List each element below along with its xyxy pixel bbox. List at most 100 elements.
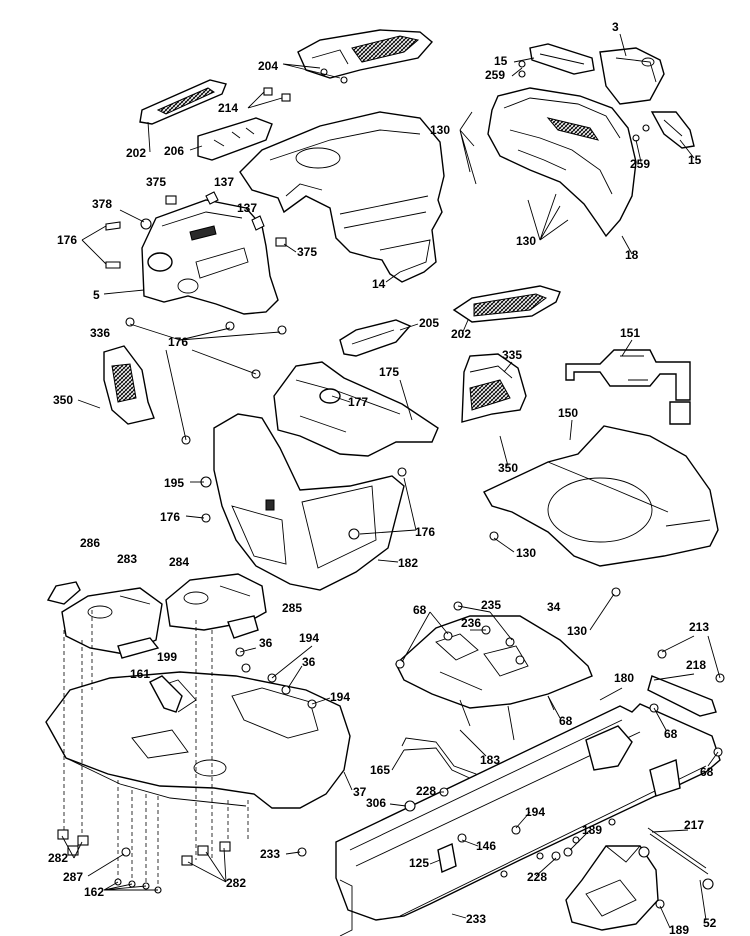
callout-130: 130	[516, 546, 536, 560]
bracket-151	[565, 349, 691, 425]
callout-206: 206	[164, 144, 184, 158]
callout-165: 165	[370, 763, 390, 777]
callout-286: 286	[80, 536, 100, 550]
floor-pan-150	[483, 425, 719, 597]
callout-15: 15	[688, 153, 702, 167]
callout-259: 259	[485, 68, 505, 82]
callout-36: 36	[259, 636, 273, 650]
callout-3: 3	[612, 20, 619, 34]
callout-202: 202	[126, 146, 146, 160]
callout-34: 34	[547, 600, 561, 614]
callout-162: 162	[84, 885, 104, 899]
callout-202: 202	[451, 327, 471, 341]
callout-235: 235	[481, 598, 501, 612]
callout-5: 5	[93, 288, 100, 302]
callout-228: 228	[416, 784, 436, 798]
callout-213: 213	[689, 620, 709, 634]
fender-283-284	[61, 573, 267, 655]
headlight-bracket-15	[518, 43, 595, 78]
callout-137: 137	[237, 201, 257, 215]
callout-282: 282	[48, 851, 68, 865]
callout-228: 228	[527, 870, 547, 884]
callout-199: 199	[157, 650, 177, 664]
callout-68: 68	[700, 765, 714, 779]
callout-125: 125	[409, 856, 429, 870]
callout-306: 306	[366, 796, 386, 810]
callout-284: 284	[169, 555, 189, 569]
callout-130: 130	[516, 234, 536, 248]
bar-218	[647, 649, 725, 757]
callout-18: 18	[625, 248, 639, 262]
callout-336: 336	[90, 326, 110, 340]
callout-189: 189	[582, 823, 602, 837]
callout-175: 175	[379, 365, 399, 379]
callout-130: 130	[430, 123, 450, 137]
callout-378: 378	[92, 197, 112, 211]
hood-vent-204	[297, 29, 433, 84]
callout-176: 176	[415, 525, 435, 539]
seat-pan-52	[551, 845, 665, 931]
callout-335: 335	[502, 348, 522, 362]
callout-189: 189	[669, 923, 689, 936]
trim-205	[339, 319, 412, 357]
hardware-282-162-287	[57, 829, 231, 894]
callout-195: 195	[164, 476, 184, 490]
callout-177: 177	[348, 395, 368, 409]
callout-37: 37	[353, 785, 367, 799]
callout-176: 176	[160, 510, 180, 524]
callout-146: 146	[476, 839, 496, 853]
plate-199	[117, 637, 160, 659]
callout-183: 183	[480, 753, 500, 767]
callout-236: 236	[461, 616, 481, 630]
callout-14: 14	[372, 277, 386, 291]
dash-panel-206	[197, 117, 273, 161]
callout-194: 194	[299, 631, 319, 645]
callout-350: 350	[498, 461, 518, 475]
side-panel-335	[461, 353, 527, 423]
callout-150: 150	[558, 406, 578, 420]
steering-support-175	[273, 361, 439, 457]
callout-350: 350	[53, 393, 73, 407]
callout-68: 68	[413, 603, 427, 617]
callout-15: 15	[494, 54, 508, 68]
callout-375: 375	[146, 175, 166, 189]
hardware-375-137-378	[105, 191, 287, 335]
callout-137: 137	[214, 175, 234, 189]
callout-204: 204	[258, 59, 278, 73]
dash-console-5	[141, 199, 279, 315]
hood-14	[239, 111, 445, 283]
callout-259: 259	[630, 157, 650, 171]
callout-218: 218	[686, 658, 706, 672]
side-panel-336	[103, 345, 155, 425]
callout-176: 176	[168, 335, 188, 349]
callout-217: 217	[684, 818, 704, 832]
callout-285: 285	[282, 601, 302, 615]
callout-375: 375	[297, 245, 317, 259]
callout-233: 233	[466, 912, 486, 926]
callout-68: 68	[559, 714, 573, 728]
callout-161: 161	[130, 667, 150, 681]
headlight-15-right	[632, 111, 695, 149]
rod-217	[638, 827, 714, 890]
callout-194: 194	[330, 690, 350, 704]
headlight-lens-3	[599, 47, 665, 105]
callout-233: 233	[260, 847, 280, 861]
side-piece-161	[149, 675, 183, 713]
callout-287: 287	[63, 870, 83, 884]
callout-176: 176	[57, 233, 77, 247]
grille-202-lower	[452, 285, 561, 323]
callout-68: 68	[664, 727, 678, 741]
trim-286-285	[46, 581, 259, 639]
callout-282: 282	[226, 876, 246, 890]
callout-194: 194	[525, 805, 545, 819]
frame-180	[335, 703, 721, 936]
grille-202-upper	[139, 79, 227, 125]
callout-52: 52	[703, 916, 717, 930]
callout-182: 182	[398, 556, 418, 570]
callout-labels: 3 15 259 204 214 130 202 206 259 15 375 …	[48, 20, 717, 936]
callout-36: 36	[302, 655, 316, 669]
fender-body-37	[45, 671, 351, 809]
callout-151: 151	[620, 326, 640, 340]
leader-lines	[61, 33, 721, 929]
